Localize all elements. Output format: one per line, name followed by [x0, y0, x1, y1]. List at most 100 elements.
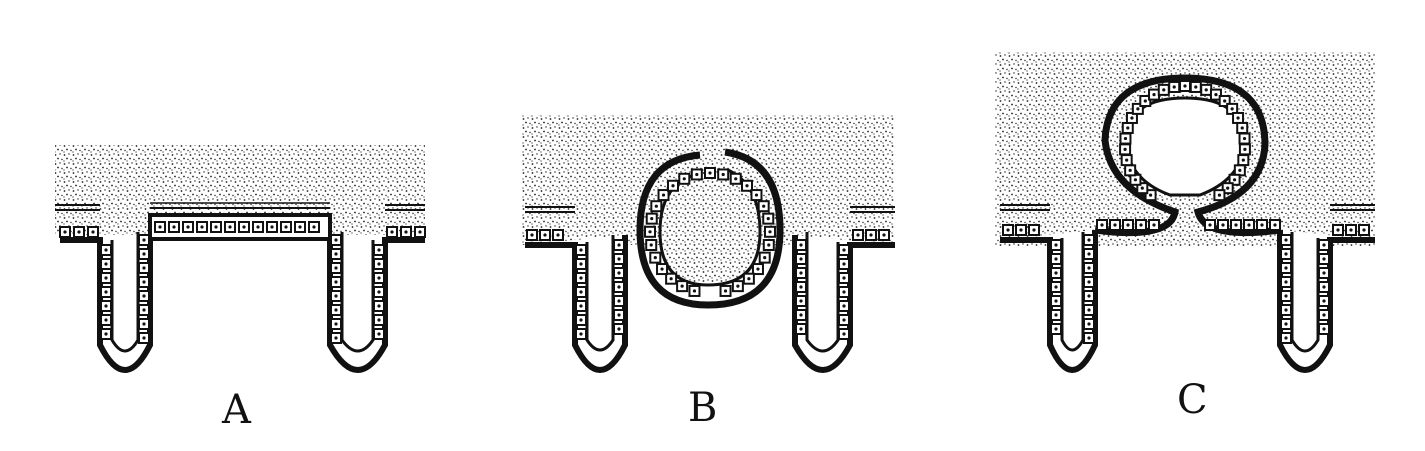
- cell-nucleus: [418, 230, 422, 234]
- cell-nucleus: [1322, 313, 1326, 317]
- cell-nucleus: [579, 304, 583, 308]
- cell-nucleus: [799, 327, 803, 331]
- cell-nucleus: [1221, 223, 1225, 227]
- cell-nucleus: [1162, 88, 1166, 92]
- cell-nucleus: [270, 225, 274, 229]
- cell-nucleus: [1054, 243, 1058, 247]
- cell-nucleus: [617, 327, 621, 331]
- cell-nucleus: [734, 177, 738, 181]
- cell-nucleus: [654, 204, 658, 208]
- cell-nucleus: [104, 332, 108, 336]
- cell-nucleus: [799, 299, 803, 303]
- cell-nucleus: [736, 284, 740, 288]
- cell-nucleus: [671, 184, 675, 188]
- cell-nucleus: [1136, 107, 1140, 111]
- cell-nucleus: [1140, 186, 1144, 190]
- cell-nucleus: [842, 304, 846, 308]
- cell-nucleus: [1054, 313, 1058, 317]
- cell-nucleus: [650, 217, 654, 221]
- cell-nucleus: [1054, 271, 1058, 275]
- cell-nucleus: [1123, 136, 1128, 141]
- cell-nucleus: [799, 313, 803, 317]
- cell-nucleus: [1087, 252, 1091, 256]
- cell-nucleus: [312, 225, 316, 229]
- cell-nucleus: [617, 285, 621, 289]
- cell-nucleus: [708, 171, 712, 175]
- cell-nucleus: [63, 230, 67, 234]
- cell-nucleus: [1054, 299, 1058, 303]
- cell-nucleus: [1260, 223, 1264, 227]
- cell-nucleus: [1362, 228, 1366, 232]
- cell-nucleus: [142, 280, 146, 284]
- cell-nucleus: [1226, 186, 1230, 190]
- cell-nucleus: [1240, 126, 1244, 130]
- cell-nucleus: [648, 230, 652, 234]
- cell-nucleus: [680, 284, 684, 288]
- cell-nucleus: [1054, 327, 1058, 331]
- cell-nucleus: [856, 233, 860, 237]
- cell-nucleus: [228, 225, 232, 229]
- cell-nucleus: [579, 276, 583, 280]
- cell-nucleus: [579, 248, 583, 252]
- cell-nucleus: [1230, 107, 1234, 111]
- cell-nucleus: [104, 290, 108, 294]
- panel-b: [522, 115, 895, 373]
- cell-nucleus: [334, 238, 338, 242]
- cell-nucleus: [762, 204, 766, 208]
- cell-nucleus: [1126, 126, 1130, 130]
- cell-nucleus: [799, 257, 803, 261]
- cell-nucleus: [1006, 228, 1010, 232]
- cell-nucleus: [1087, 266, 1091, 270]
- cell-nucleus: [334, 336, 338, 340]
- cell-nucleus: [1322, 327, 1326, 331]
- cell-nucleus: [1284, 336, 1288, 340]
- cell-nucleus: [142, 308, 146, 312]
- cell-nucleus: [1087, 322, 1091, 326]
- cell-nucleus: [1217, 193, 1222, 197]
- panel-c-left-pit: [1000, 230, 1098, 373]
- cell-nucleus: [695, 172, 699, 177]
- cell-nucleus: [661, 193, 666, 197]
- cell-nucleus: [1123, 147, 1127, 151]
- cell-nucleus: [142, 266, 146, 270]
- cell-nucleus: [721, 172, 725, 177]
- cell-nucleus: [1214, 93, 1218, 97]
- cell-nucleus: [1236, 116, 1240, 120]
- cell-nucleus: [799, 271, 803, 275]
- cell-nucleus: [842, 290, 846, 294]
- cell-nucleus: [142, 336, 146, 340]
- cell-nucleus: [142, 252, 146, 256]
- cell-nucleus: [377, 318, 381, 322]
- cell-nucleus: [543, 233, 547, 237]
- cell-nucleus: [842, 248, 846, 252]
- cell-nucleus: [1284, 308, 1288, 312]
- cell-nucleus: [579, 332, 583, 336]
- cell-nucleus: [1322, 285, 1326, 289]
- cell-nucleus: [660, 267, 664, 271]
- cell-nucleus: [723, 289, 728, 293]
- cell-nucleus: [1139, 223, 1143, 227]
- cell-nucleus: [692, 289, 697, 293]
- cell-nucleus: [242, 225, 246, 229]
- cell-nucleus: [334, 252, 338, 256]
- cell-nucleus: [142, 294, 146, 298]
- cell-nucleus: [1204, 88, 1208, 92]
- cell-nucleus: [1148, 193, 1153, 197]
- cell-nucleus: [104, 248, 108, 252]
- cell-nucleus: [1087, 308, 1091, 312]
- cell-nucleus: [617, 271, 621, 275]
- cell-nucleus: [767, 243, 771, 247]
- cell-nucleus: [1284, 294, 1288, 298]
- cell-nucleus: [799, 285, 803, 289]
- panel-a: [55, 145, 426, 373]
- cell-nucleus: [104, 262, 108, 266]
- cell-nucleus: [390, 230, 394, 234]
- panel-b-label: B: [688, 385, 718, 431]
- cell-nucleus: [404, 230, 408, 234]
- cell-nucleus: [1152, 93, 1156, 97]
- cell-nucleus: [1113, 223, 1117, 227]
- cell-nucleus: [377, 262, 381, 266]
- cell-nucleus: [334, 266, 338, 270]
- cell-nucleus: [682, 177, 686, 181]
- panel-c: [995, 52, 1375, 373]
